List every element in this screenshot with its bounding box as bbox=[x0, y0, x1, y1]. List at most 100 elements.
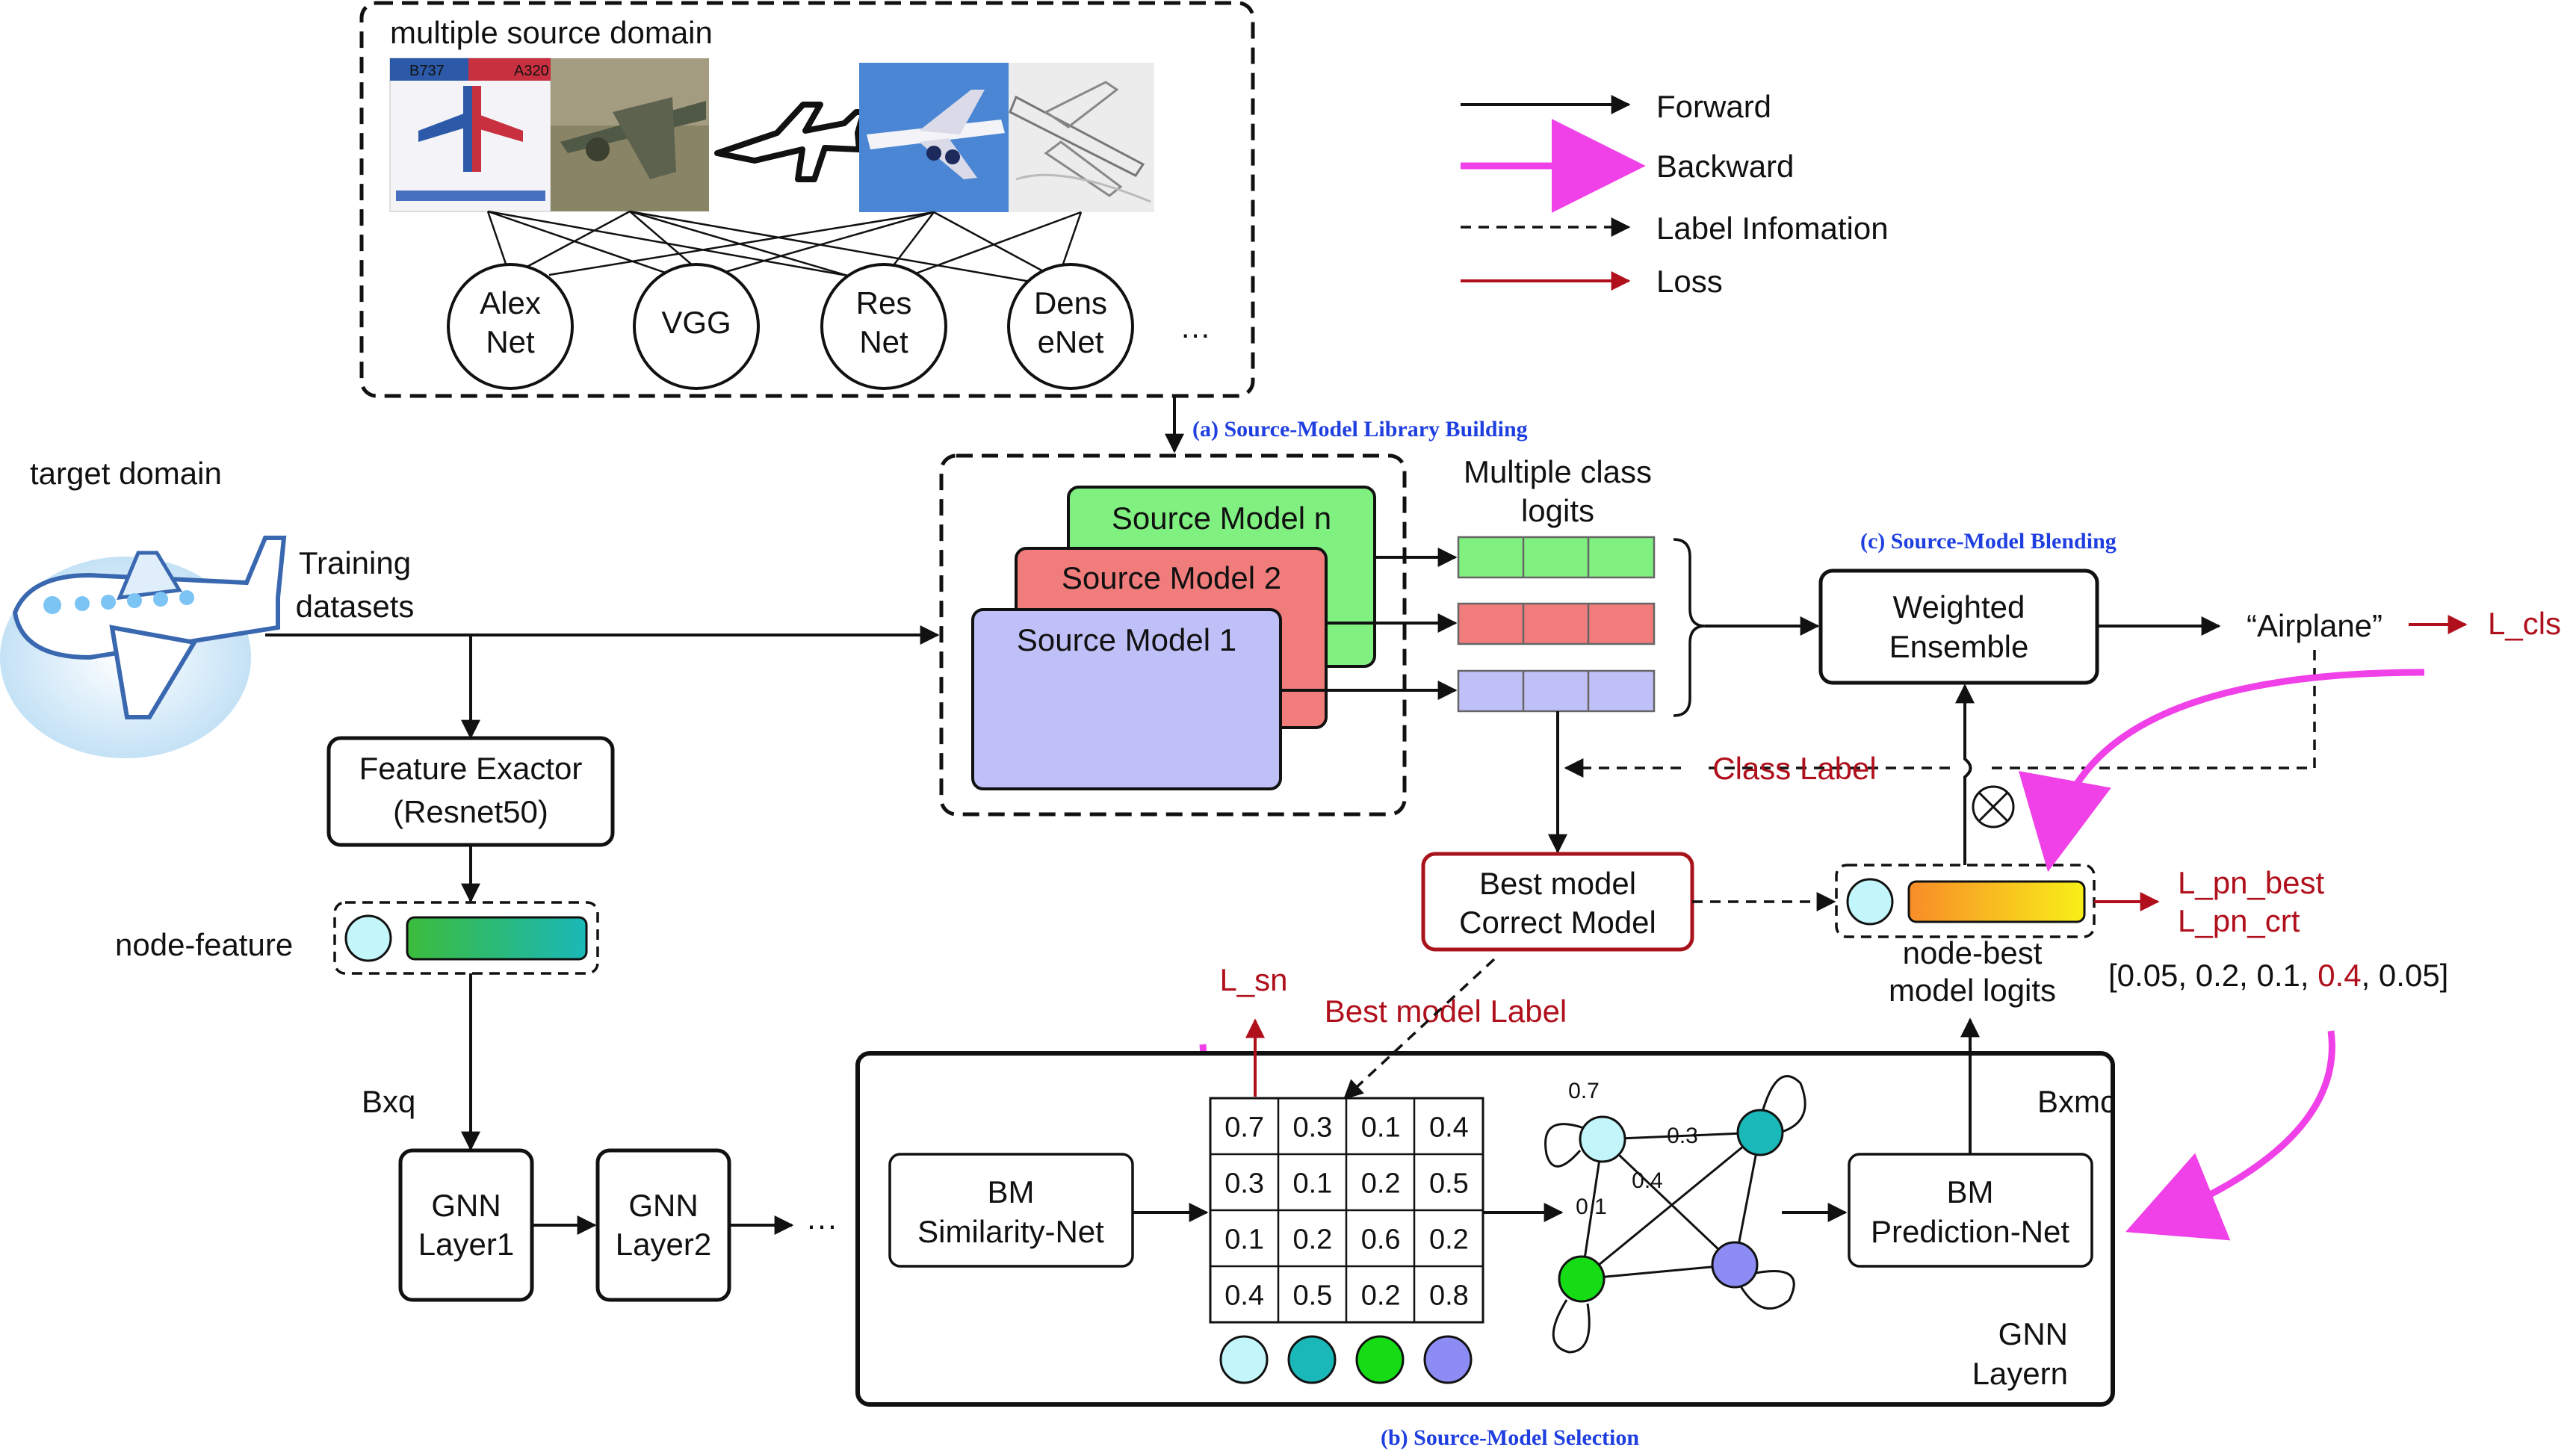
logits-purple bbox=[1457, 669, 1656, 713]
legend-forward-label: Forward bbox=[1656, 89, 1771, 124]
matrix-cell: 0.2 bbox=[1429, 1224, 1469, 1256]
matrix-cell: 0.1 bbox=[1292, 1168, 1332, 1200]
gnn-layer2-line1: GNN bbox=[628, 1188, 698, 1223]
node-best-to-ensemble-arrow bbox=[1955, 684, 1975, 865]
training-datasets-line1: Training bbox=[299, 545, 411, 580]
matrix-cell: 0.2 bbox=[1292, 1224, 1332, 1256]
node-purple-icon bbox=[1423, 1335, 1473, 1384]
edge-cyan-purple bbox=[1601, 1138, 1736, 1266]
source-model-n-label: Source Model n bbox=[1112, 501, 1331, 536]
edge-label-e3: 0.4 bbox=[1632, 1168, 1663, 1193]
model-resnet: Res Net bbox=[820, 263, 947, 390]
cartoon-airplane-image bbox=[0, 536, 287, 758]
best-model-box: Best model Correct Model bbox=[1421, 852, 1694, 952]
gnn-layern-line2: Layern bbox=[1972, 1356, 2068, 1391]
node-best-label-line2: model logits bbox=[1889, 973, 2056, 1008]
stage-label-c: (c) Source-Model Blending bbox=[1860, 529, 2117, 554]
poster-label-left: B737 bbox=[409, 63, 445, 79]
self-loop-green bbox=[1552, 1299, 1591, 1354]
loss-pn-best-label: L_pn_best bbox=[2178, 865, 2325, 900]
legend-label-info-label: Label Infomation bbox=[1656, 211, 1889, 246]
graph-node-teal bbox=[1736, 1109, 1784, 1156]
model-vgg-label: VGG bbox=[661, 305, 731, 340]
gnn-layer-n-box: GNN Layern bbox=[855, 1051, 2115, 1407]
model-densenet-line2: eNet bbox=[1038, 324, 1104, 359]
graph-node-green bbox=[1558, 1255, 1606, 1303]
prediction-label: “Airplane” bbox=[2247, 608, 2382, 643]
logits-green bbox=[1457, 536, 1656, 579]
gnn-layern-line1: GNN bbox=[1998, 1316, 2068, 1351]
airline-poster-image: B737 A320 bbox=[389, 58, 551, 212]
feature-extractor-line2: (Resnet50) bbox=[393, 794, 548, 829]
matrix-cell: 0.2 bbox=[1361, 1168, 1401, 1200]
bm-prediction-line2: Prediction-Net bbox=[1871, 1214, 2069, 1249]
weight-vector-highlight: 0.4 bbox=[2317, 958, 2361, 993]
legend-backward-label: Backward bbox=[1656, 149, 1794, 184]
target-domain: target domain Training datasets bbox=[0, 456, 414, 758]
node-best-logits-vector bbox=[1835, 864, 2096, 938]
weight-vector-suffix: , 0.05] bbox=[2362, 958, 2449, 993]
bm-prediction-net-box: BM Prediction-Net bbox=[1848, 1153, 2093, 1268]
edge-label-e4: 0.1 bbox=[1576, 1195, 1607, 1219]
weighted-ensemble-line2: Ensemble bbox=[1889, 629, 2029, 664]
loss-sn-label: L_sn bbox=[1219, 962, 1287, 997]
legend-loss-label: Loss bbox=[1656, 264, 1723, 299]
matrix-cell: 0.6 bbox=[1361, 1224, 1401, 1256]
edge-green-purple bbox=[1581, 1263, 1736, 1280]
best-model-label-arrow bbox=[1343, 958, 1496, 1100]
source-connections bbox=[486, 210, 1083, 284]
model-densenet: Dens eNet bbox=[1007, 263, 1134, 390]
logits-title-line2: logits bbox=[1521, 493, 1594, 528]
edge-label-e2: 0.3 bbox=[1667, 1124, 1698, 1148]
poster-label-right: A320 bbox=[514, 63, 549, 79]
bm-prediction-line1: BM bbox=[1947, 1174, 1994, 1209]
source-domain-panel: multiple source domain B737 A320 bbox=[359, 1, 1255, 398]
node-feature-bar bbox=[406, 916, 588, 961]
model-vgg: VGG bbox=[633, 263, 760, 390]
backward-arrow-pn bbox=[2125, 1030, 2335, 1241]
source-domain-border bbox=[359, 1, 1255, 398]
class-label-text: Class Label bbox=[1712, 751, 1876, 786]
logits-red bbox=[1457, 602, 1656, 645]
model-alexnet: Alex Net bbox=[447, 263, 574, 390]
weighted-ensemble-box: Weighted Ensemble bbox=[1818, 569, 2099, 685]
matrix-cell: 0.3 bbox=[1224, 1168, 1264, 1200]
matrix-cell: 0.3 bbox=[1292, 1112, 1332, 1144]
weighted-ensemble-line1: Weighted bbox=[1893, 589, 2025, 625]
node-feature-circle bbox=[344, 914, 392, 962]
node-best-label-line1: node-best bbox=[1903, 935, 2043, 970]
node-cyan-icon bbox=[1219, 1335, 1269, 1384]
source-model-library: Source Model n Source Model 2 Source Mod… bbox=[939, 453, 1407, 817]
edge-cyan-green bbox=[1580, 1139, 1604, 1280]
bxq-label: Bxq bbox=[362, 1084, 415, 1119]
matrix-cell: 0.5 bbox=[1292, 1280, 1332, 1312]
vintage-airplane-photo bbox=[551, 58, 709, 211]
node-best-bar bbox=[1907, 880, 2086, 923]
node-graph: 0.7 0.3 0.4 0.1 bbox=[1544, 1075, 1806, 1354]
matrix-cell: 0.5 bbox=[1429, 1168, 1469, 1200]
best-model-line1: Best model bbox=[1479, 866, 1636, 901]
backward-arrow-cls bbox=[2018, 669, 2425, 873]
source-domain-title: multiple source domain bbox=[390, 15, 713, 50]
weight-vector-prefix: [0.05, 0.2, 0.1, bbox=[2108, 958, 2317, 993]
matrix-cell: 0.2 bbox=[1361, 1280, 1401, 1312]
self-loop-cyan bbox=[1544, 1123, 1585, 1168]
edge-label-e1: 0.7 bbox=[1568, 1079, 1600, 1103]
best-model-line2: Correct Model bbox=[1459, 905, 1656, 940]
model-alexnet-line2: Net bbox=[486, 324, 535, 359]
node-feature-vector bbox=[333, 901, 599, 975]
logits-brace bbox=[1673, 538, 1706, 717]
otimes-cross-b bbox=[1978, 791, 2009, 823]
matrix-cell: 0.8 bbox=[1429, 1280, 1469, 1312]
node-feature-label: node-feature bbox=[115, 927, 293, 962]
gnn-layer2: GNN Layer2 bbox=[595, 1148, 731, 1302]
logits-title-line1: Multiple class bbox=[1464, 454, 1652, 489]
graph-node-purple bbox=[1711, 1241, 1759, 1289]
self-loop-purple bbox=[1739, 1270, 1795, 1310]
more-models-ellipsis: … bbox=[1180, 309, 1211, 344]
edge-cyan-teal bbox=[1602, 1131, 1761, 1141]
stage-label-a: (a) Source-Model Library Building bbox=[1192, 417, 1528, 442]
